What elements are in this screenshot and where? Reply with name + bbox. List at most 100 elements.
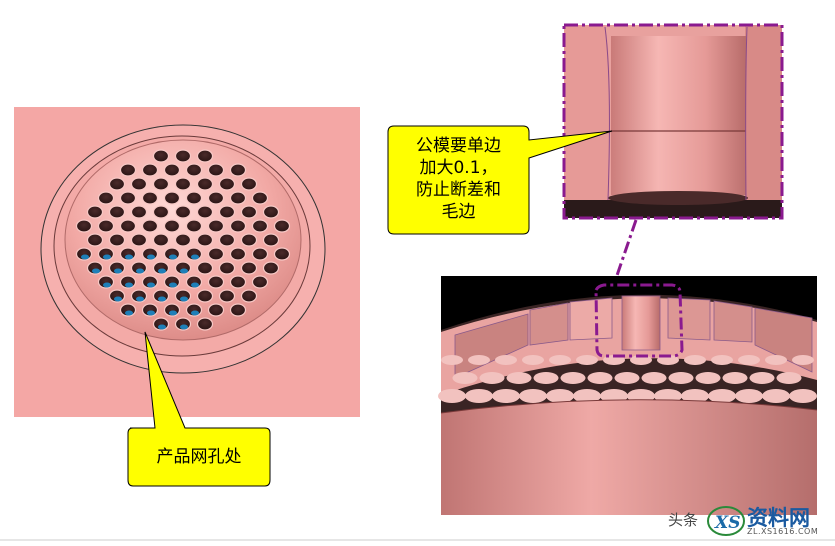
mesh-hole-highlight <box>158 268 166 274</box>
mesh-hole <box>152 177 170 191</box>
mesh-hole-highlight <box>180 268 188 274</box>
mesh-hole <box>152 205 170 219</box>
mesh-hole <box>185 163 203 177</box>
mesh-hole <box>207 247 225 261</box>
mesh-hole <box>196 177 214 191</box>
mesh-hole <box>108 233 126 247</box>
core-note-text: 公模要单边 加大0.1， 防止断差和 毛边 <box>388 135 529 223</box>
mesh-holes <box>75 149 291 331</box>
mesh-hole <box>196 261 214 275</box>
core-note-callout <box>387 125 613 235</box>
mesh-hole <box>207 219 225 233</box>
section-hole <box>438 389 466 403</box>
mesh-hole <box>229 191 247 205</box>
mesh-hole-highlight <box>191 310 199 316</box>
mesh-hole <box>130 233 148 247</box>
mesh-hole-highlight <box>158 296 166 302</box>
mesh-hole-highlight <box>92 268 100 274</box>
mesh-hole-highlight <box>125 254 133 260</box>
mesh-hole <box>251 219 269 233</box>
watermark-brand: 资料网 <box>747 506 810 530</box>
section-hole <box>789 389 817 403</box>
section-hole <box>468 355 490 365</box>
mesh-hole <box>273 247 291 261</box>
mesh-hole <box>207 191 225 205</box>
section-hole <box>573 389 601 403</box>
section-hole <box>492 389 520 403</box>
mesh-hole <box>240 177 258 191</box>
mesh-hole <box>229 303 247 317</box>
mesh-hole <box>218 289 236 303</box>
mesh-hole-highlight <box>114 296 122 302</box>
section-hole <box>684 355 706 365</box>
core-note-line-1: 公模要单边 <box>416 136 501 156</box>
mesh-hole-highlight <box>136 296 144 302</box>
mesh-hole <box>207 275 225 289</box>
mesh-hole <box>130 205 148 219</box>
section-hole <box>738 355 760 365</box>
section-hole <box>533 372 559 384</box>
mesh-hole <box>75 219 93 233</box>
section-hole <box>641 372 667 384</box>
section-hole <box>560 372 586 384</box>
mesh-hole-highlight <box>180 324 188 330</box>
mesh-hole-highlight <box>158 324 166 330</box>
mesh-hole-highlight <box>169 310 177 316</box>
mesh-hole <box>240 233 258 247</box>
section-hole <box>522 355 544 365</box>
mesh-hole <box>229 163 247 177</box>
section-hole <box>576 355 598 365</box>
section-hole <box>722 372 748 384</box>
mesh-hole <box>240 205 258 219</box>
section-hole <box>495 355 517 365</box>
svg-text:XS: XS <box>714 513 740 533</box>
mesh-hole-highlight <box>81 254 89 260</box>
mesh-hole-highlight <box>103 282 111 288</box>
mesh-hole-highlight <box>125 282 133 288</box>
mesh-hole <box>174 149 192 163</box>
mesh-hole <box>174 177 192 191</box>
section-hole <box>546 389 574 403</box>
mesh-hole <box>229 219 247 233</box>
section-hole <box>452 372 478 384</box>
mesh-hole-highlight <box>147 282 155 288</box>
mesh-hole <box>152 233 170 247</box>
section-hole <box>441 355 463 365</box>
mesh-hole <box>86 233 104 247</box>
section-view-image <box>438 276 818 515</box>
mesh-hole <box>273 219 291 233</box>
mesh-hole <box>86 205 104 219</box>
mesh-hole <box>240 289 258 303</box>
watermark-url: ZL.XS1616.COM <box>747 527 819 536</box>
mesh-hole <box>218 261 236 275</box>
mesh-hole <box>163 219 181 233</box>
mesh-hole <box>240 261 258 275</box>
mesh-callout <box>127 331 271 487</box>
mesh-hole <box>119 219 137 233</box>
section-hole <box>776 372 802 384</box>
mesh-hole <box>251 247 269 261</box>
mesh-hole <box>262 233 280 247</box>
mesh-hole-highlight <box>191 254 199 260</box>
section-hole <box>549 355 571 365</box>
mesh-hole <box>218 205 236 219</box>
mesh-hole <box>174 205 192 219</box>
mesh-hole-highlight <box>136 268 144 274</box>
mesh-hole <box>130 177 148 191</box>
section-hole <box>735 389 763 403</box>
mesh-hole-highlight <box>147 310 155 316</box>
mesh-hole <box>152 149 170 163</box>
mesh-hole <box>251 191 269 205</box>
mesh-hole-highlight <box>114 268 122 274</box>
section-hole <box>765 355 787 365</box>
mesh-hole <box>185 219 203 233</box>
section-hole <box>792 355 814 365</box>
xs-logo-icon: XS <box>707 506 745 536</box>
section-hole <box>708 389 736 403</box>
mesh-hole <box>229 247 247 261</box>
mesh-hole-highlight <box>169 282 177 288</box>
mesh-hole <box>119 191 137 205</box>
mesh-hole <box>262 261 280 275</box>
mesh-hole <box>141 219 159 233</box>
mesh-hole <box>108 205 126 219</box>
